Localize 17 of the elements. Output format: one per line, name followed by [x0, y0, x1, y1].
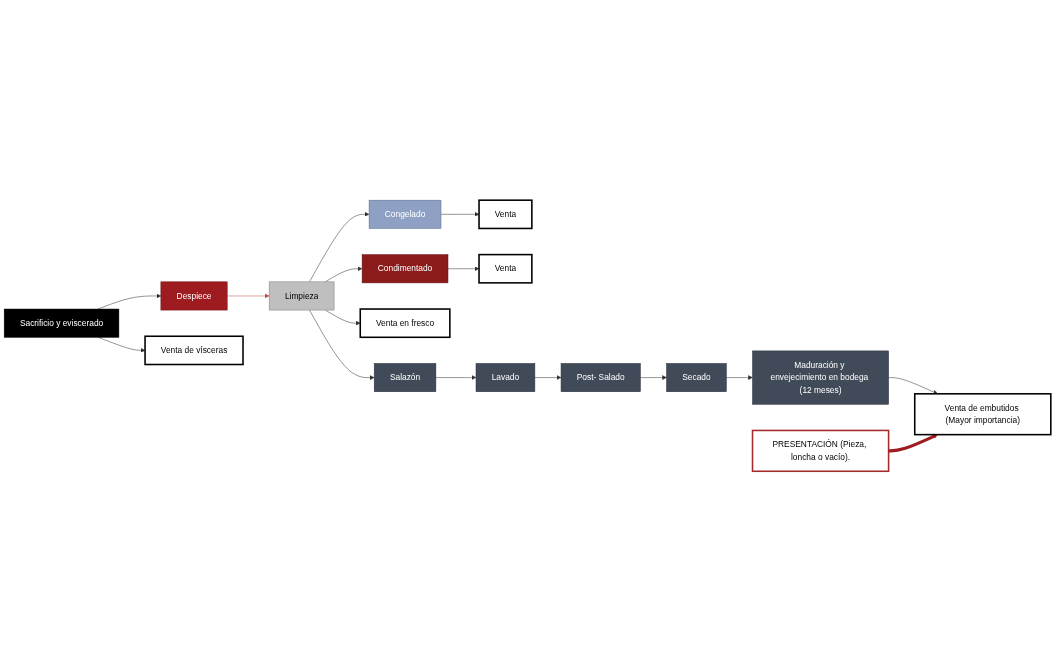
arrow: [888, 434, 938, 453]
node-box: Secado: [666, 363, 727, 393]
node-box: Maduración y envejecimiento en bodega (12 meses): [752, 350, 889, 405]
node-box: Venta en fresco: [359, 308, 451, 339]
node-box: PRESENTACIÓN (Pieza, loncha o vacío).: [751, 429, 890, 473]
node-box: Venta: [478, 199, 533, 230]
node-box: Venta de vísceras: [144, 335, 244, 366]
node-box: Despiece: [160, 281, 228, 311]
node-box: Condimentado: [361, 254, 449, 284]
node-box: Venta de embutidos (Mayor importancia): [913, 393, 1052, 436]
node-box: Lavado: [475, 363, 536, 393]
node-box: Sacrificio y eviscerado: [3, 309, 120, 338]
node-box: Salazón: [373, 363, 437, 393]
node-box: Post- Salado: [560, 363, 641, 393]
node-box: Congelado: [368, 200, 442, 229]
node-box: Limpieza: [268, 281, 335, 311]
node-box: Venta: [478, 254, 533, 284]
